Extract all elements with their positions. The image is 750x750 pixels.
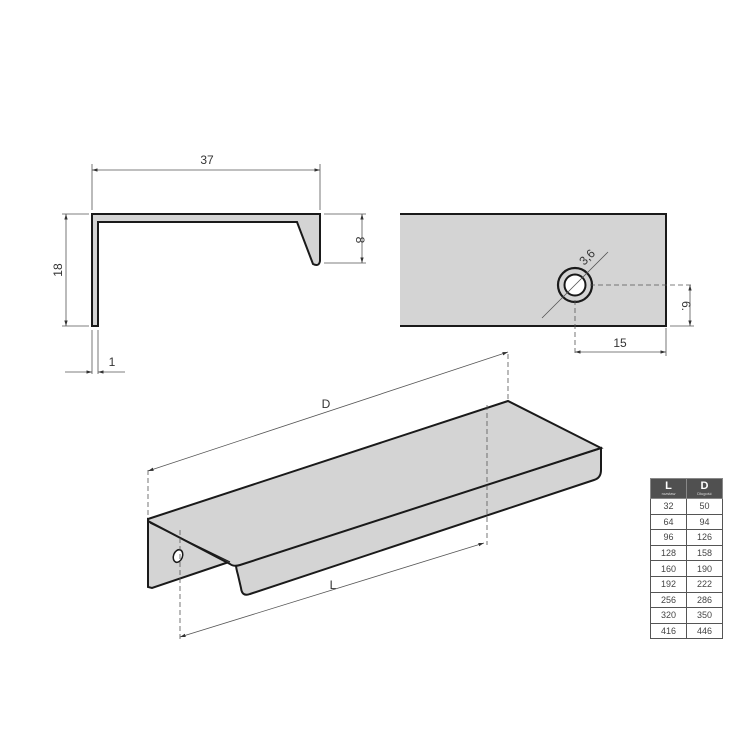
- width-label: 37: [200, 153, 214, 167]
- cell-length: 286: [686, 591, 723, 609]
- spacing-label: L: [330, 578, 337, 592]
- end-view: 3,6 15 6.: [400, 213, 694, 356]
- profile-shape: [91, 213, 321, 327]
- length-label: D: [322, 397, 331, 411]
- spacing-dimension-line: [179, 542, 485, 638]
- cell-spacing: 320: [650, 607, 687, 624]
- cell-length: 446: [686, 622, 723, 640]
- end-plate: [400, 214, 666, 326]
- hole-height-label: 6.: [679, 301, 693, 311]
- cell-length: 190: [686, 560, 723, 577]
- profile-view: 37 18 8 1: [51, 153, 367, 374]
- cell-spacing: 192: [650, 575, 687, 593]
- cell-spacing: 64: [650, 513, 687, 531]
- cell-length: 50: [686, 498, 723, 515]
- cell-spacing: 32: [650, 498, 687, 515]
- cell-length: 94: [686, 513, 723, 531]
- hole-offset-label: 15: [613, 336, 627, 350]
- cell-spacing: 128: [650, 544, 687, 562]
- cell-spacing: 256: [650, 591, 687, 609]
- cell-spacing: 96: [650, 529, 687, 546]
- cell-spacing: 416: [650, 622, 687, 640]
- height-label: 18: [51, 263, 65, 277]
- cell-length: 126: [686, 529, 723, 546]
- lip-height-label: 8: [353, 237, 367, 244]
- cell-length: 350: [686, 607, 723, 624]
- cell-length: 222: [686, 575, 723, 593]
- length-dimension-line: [147, 351, 509, 472]
- isometric-view: D L: [147, 351, 604, 640]
- thickness-label: 1: [109, 355, 116, 369]
- cell-spacing: 160: [650, 560, 687, 577]
- cell-length: 158: [686, 544, 723, 562]
